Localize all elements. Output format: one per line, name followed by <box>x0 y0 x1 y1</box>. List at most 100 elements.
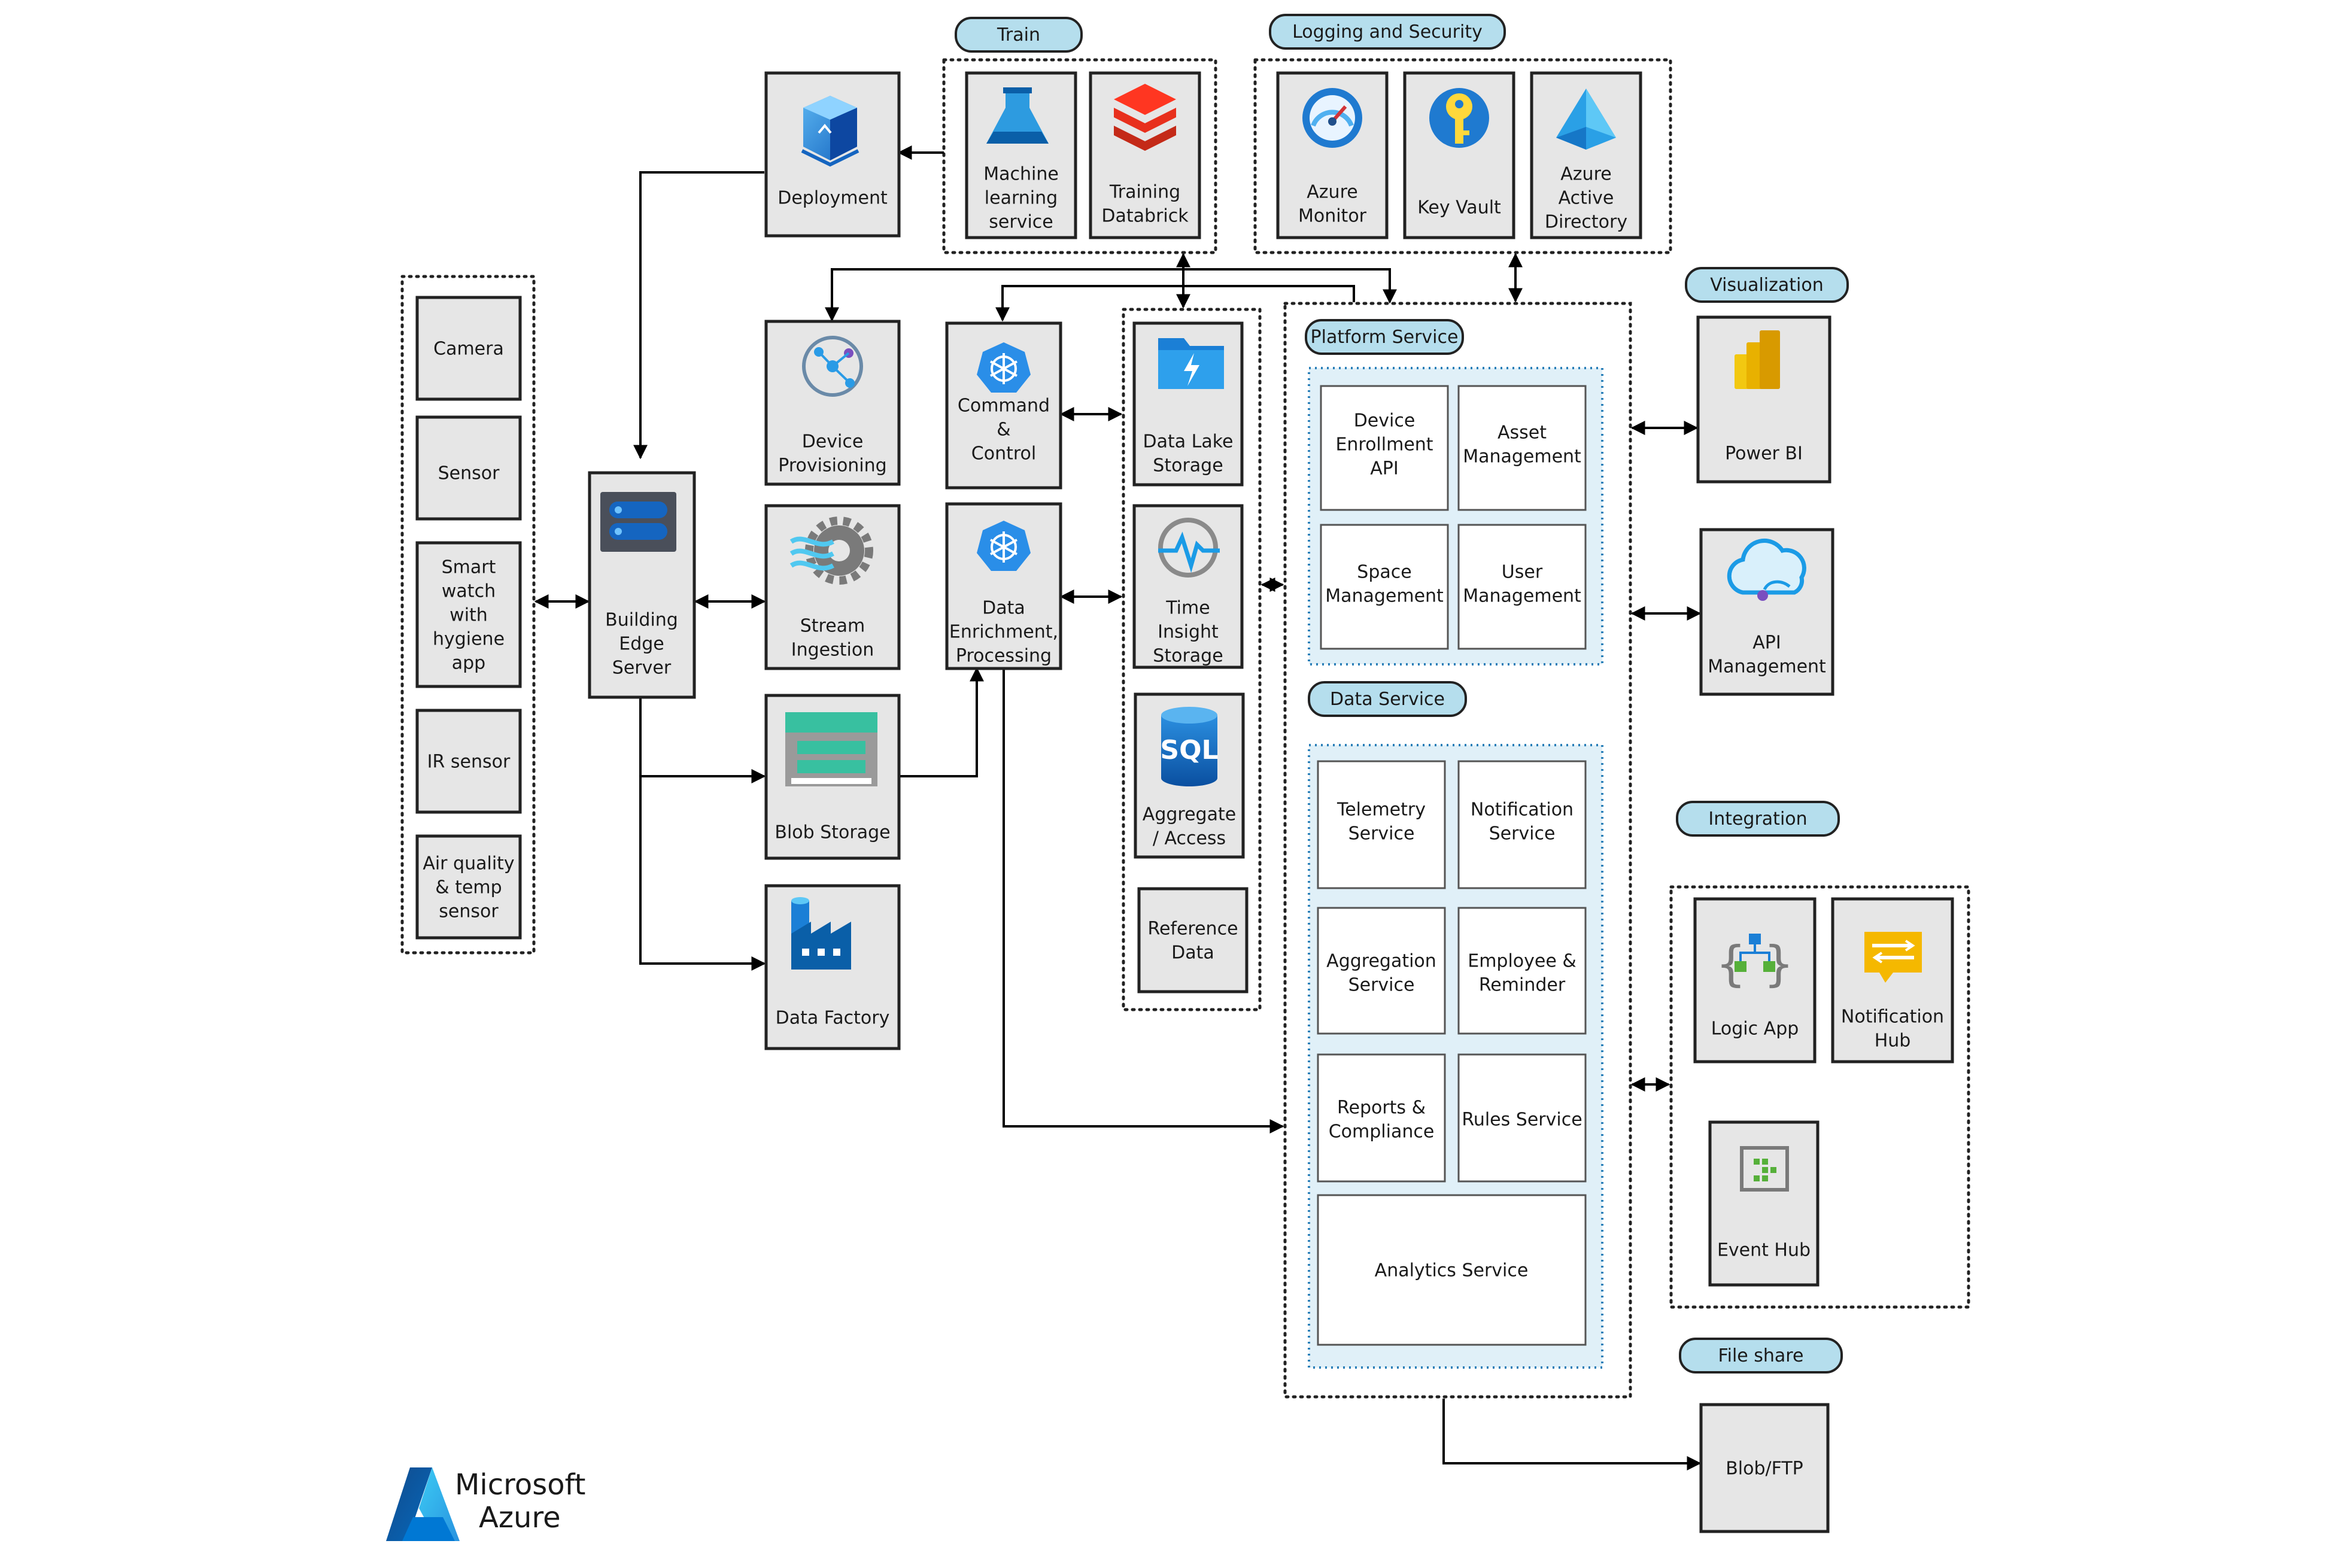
node-sql-aggregate: SQL Aggregate/ Access <box>1134 692 1245 859</box>
label-line: Notification <box>1841 1007 1944 1028</box>
label-line: Device <box>802 431 864 452</box>
label-line: API <box>1370 458 1398 479</box>
cloud-api-icon <box>1727 539 1806 601</box>
label-line: learning <box>985 188 1058 209</box>
label-line: Management <box>1463 446 1581 467</box>
tag-integration: Integration <box>1676 801 1840 837</box>
label-line: Machine <box>983 164 1059 185</box>
label-line: sensor <box>439 901 499 922</box>
node-key-vault: Key Vault <box>1403 71 1515 239</box>
label-line: Event Hub <box>1717 1240 1811 1261</box>
label-line: Telemetry <box>1337 800 1426 821</box>
node-label: Reports &Compliance <box>1329 1098 1435 1142</box>
platform-service-group <box>1283 302 1632 1399</box>
arrow-edge-blob <box>639 698 766 783</box>
logging-group <box>1253 58 1672 254</box>
node-label: Event Hub <box>1717 1240 1811 1261</box>
tag-visualization-label: Visualization <box>1710 275 1824 296</box>
label-line: Data <box>982 598 1025 619</box>
label-line: Processing <box>956 645 1052 666</box>
label-line: Management <box>1708 656 1826 677</box>
tag-data-service: Data Service <box>1308 681 1467 717</box>
label-line: Device <box>1354 411 1416 431</box>
key-icon <box>1429 88 1489 148</box>
sql-database-icon: SQL <box>1160 707 1219 786</box>
train-group <box>942 58 1217 254</box>
node-label: Blob/FTP <box>1726 1458 1803 1479</box>
kubernetes-helm-icon <box>977 342 1031 393</box>
label-line: service <box>989 211 1053 232</box>
label-line: Management <box>1463 585 1581 606</box>
label-line: Control <box>971 443 1036 464</box>
label-line: Insight <box>1158 622 1219 643</box>
label-line: app <box>452 652 485 673</box>
tag-logging: Logging and Security <box>1269 14 1506 50</box>
deployment-cube-icon <box>801 96 859 167</box>
label-line: Active <box>1559 188 1614 209</box>
label-line: Building <box>605 610 678 631</box>
power-bi-bars-icon <box>1735 330 1780 389</box>
node-blob-ftp: Blob/FTP <box>1699 1403 1830 1533</box>
label-line: Enrollment <box>1335 434 1433 455</box>
notification-hub-icon <box>1864 932 1922 983</box>
tag-platform: Platform Service <box>1305 319 1464 355</box>
data-rules-service: Rules Service <box>1457 1053 1587 1183</box>
kubernetes-helm-icon <box>977 521 1031 571</box>
label-line: Reminder <box>1479 974 1566 995</box>
azure-logo-icon <box>386 1467 460 1541</box>
node-label: Logic App <box>1711 1019 1799 1040</box>
label-line: Directory <box>1545 211 1627 232</box>
pulse-icon <box>1158 518 1220 578</box>
label-line: Notification <box>1471 800 1574 821</box>
label-line: Data Lake <box>1143 431 1233 452</box>
label-line: & <box>997 420 1010 440</box>
label-line: Sensor <box>438 463 500 484</box>
node-command-control: Command&Control <box>945 321 1062 490</box>
device-sensor: Sensor <box>415 415 522 521</box>
node-label: Command&Control <box>958 396 1050 464</box>
brand-azure: Azure <box>479 1501 561 1534</box>
svg-text:SQL: SQL <box>1160 735 1218 765</box>
arrow-enrichment-platform <box>1003 668 1284 1134</box>
node-label: Sensor <box>438 463 500 484</box>
label-line: Provisioning <box>778 455 886 476</box>
node-logic-app: { } Logic App <box>1693 897 1817 1063</box>
label-line: Management <box>1325 585 1444 606</box>
folder-bolt-icon <box>1158 338 1224 389</box>
label-line: Training <box>1109 182 1180 203</box>
node-data-factory: Data Factory <box>764 884 901 1050</box>
brand-microsoft: Microsoft <box>455 1468 585 1502</box>
label-line: Edge <box>619 634 664 655</box>
provisioning-hub-icon <box>802 336 863 397</box>
label-line: Smart <box>442 557 496 578</box>
label-line: API <box>1752 633 1781 654</box>
node-label: Deployment <box>777 188 888 209</box>
tag-train: Train <box>955 17 1083 53</box>
label-line: Stream <box>800 616 865 637</box>
logic-app-flow-icon: { } <box>1716 934 1794 992</box>
node-label: Aggregate/ Access <box>1143 804 1236 849</box>
arrow-edge-factory <box>639 776 766 971</box>
node-deployment: Deployment <box>764 71 901 238</box>
arrow-platform-blobftp <box>1442 1399 1702 1470</box>
